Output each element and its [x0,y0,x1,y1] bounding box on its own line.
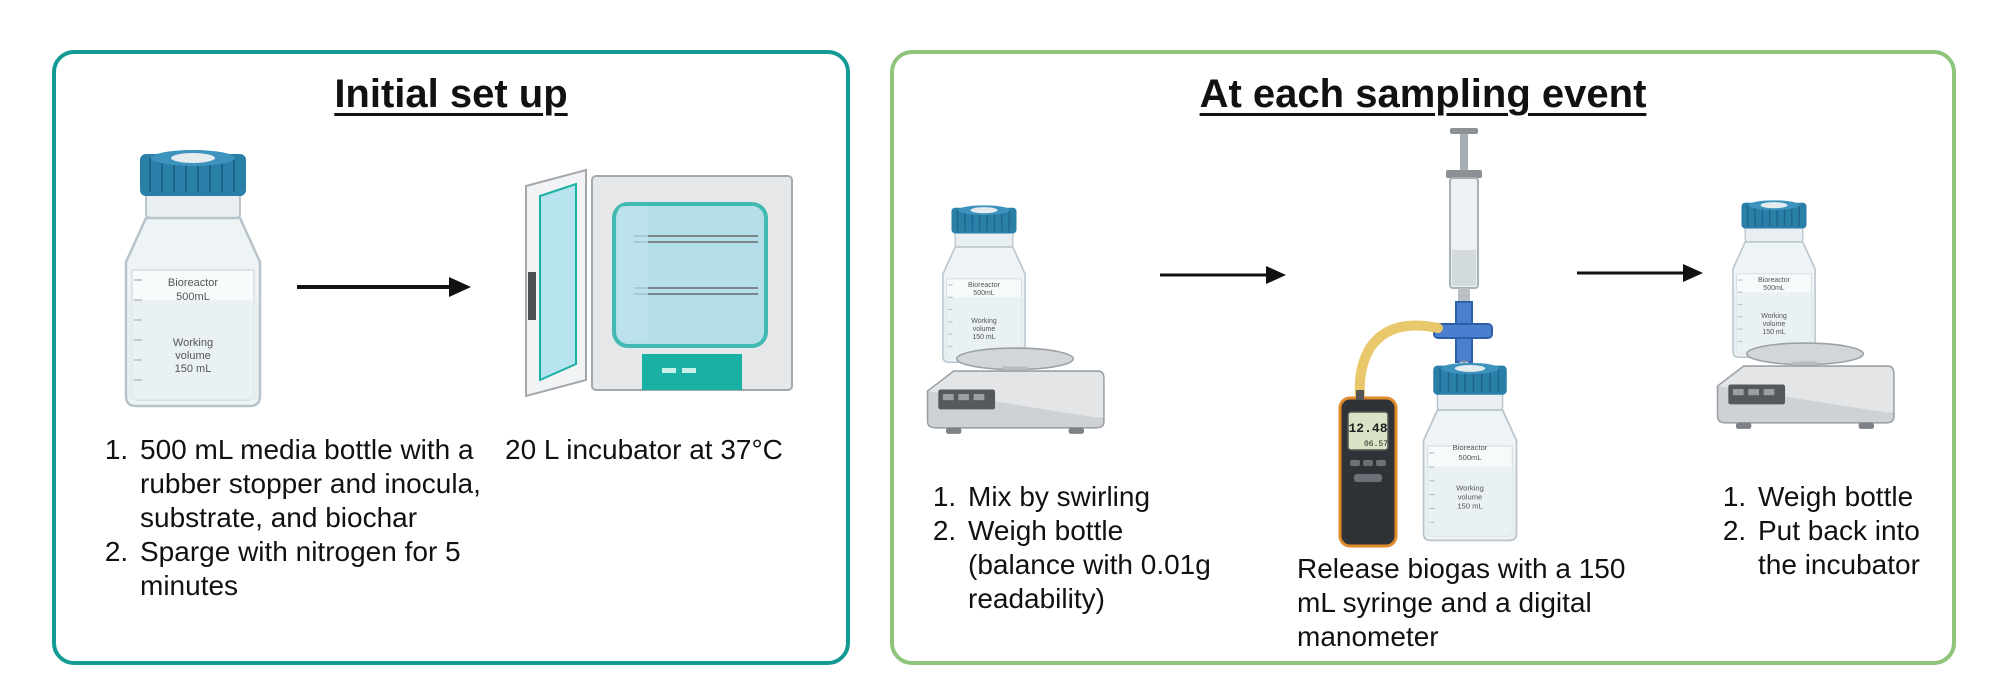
sampling-event-title: At each sampling event [1199,72,1647,116]
bottle-label-line1: Bioreactor [1453,443,1488,452]
release-biogas-caption: Release biogas with a 150 mL syringe and… [1297,553,1626,652]
mix-weigh-steps-list: Mix by swirling Weigh bottle (balance wi… [922,480,1212,616]
bottle-label-line3: Working [1456,483,1484,492]
bottle-label-line1: Bioreactor [168,277,218,289]
setup-step-2: Sparge with nitrogen for 5 minutes [136,535,484,603]
bottle-label-line3: Working [971,318,997,325]
media-bottle-illustration: Bioreactor 500mL Working volume 150 mL [118,150,268,415]
bottle-label-line4: volume [1763,321,1786,328]
bottle-label-line4: volume [175,350,210,362]
final-step-2: Put back into the incubator [1754,514,1947,582]
sampling-event-panel: At each sampling event [890,50,1956,665]
bottle-label-line3: Working [1761,313,1787,320]
balance-with-bottle-illustration: Bioreactor 500mL Working volume 150 mL [900,205,1140,442]
bottle-label-line2: 500mL [973,290,995,297]
initial-setup-title: Initial set up [334,72,568,116]
bottle-label-line2: 500mL [1458,453,1481,462]
bottle-label-line2: 500mL [176,291,210,303]
initial-setup-panel: Initial set up [52,50,850,665]
incubator-illustration [522,168,802,405]
mix-step-2: Weigh bottle (balance with 0.01g readabi… [964,514,1212,616]
balance-with-bottle-illustration: Bioreactor 500mL Working volume 150 mL [1690,200,1930,437]
bottle-label-line2: 500mL [1763,285,1785,292]
bottle-label-line3: Working [173,337,213,349]
bottle-label-line4: volume [1458,492,1483,501]
setup-steps-list: 500 mL media bottle with a rubber stoppe… [94,433,484,603]
syringe-manometer-illustration: 12.48 06.57 [1310,128,1540,553]
bottle-label-line5: 150 mL [972,334,995,341]
right-arrow-icon [1158,262,1288,293]
right-arrow-icon [1575,260,1705,291]
mix-step-1: Mix by swirling [964,480,1212,514]
final-step-1: Weigh bottle [1754,480,1947,514]
final-steps-list: Weigh bottle Put back into the incubator [1712,480,1947,582]
bottle-label-line5: 150 mL [1457,501,1482,510]
bottle-label-line4: volume [973,326,996,333]
bottle-label-line1: Bioreactor [1758,277,1791,284]
bottle-label-line1: Bioreactor [968,282,1001,289]
manometer-reading-sub: 06.57 [1364,440,1388,449]
manometer-reading-main: 12.48 [1348,421,1387,436]
right-arrow-icon [295,272,475,307]
setup-step-1: 500 mL media bottle with a rubber stoppe… [136,433,484,535]
bottle-label-line5: 150 mL [175,363,212,375]
incubator-caption: 20 L incubator at 37°C [505,434,783,465]
bottle-label-line5: 150 mL [1762,329,1785,336]
bottle-illustration: Bioreactor 500mL Working volume 150 mL [1418,358,1522,553]
